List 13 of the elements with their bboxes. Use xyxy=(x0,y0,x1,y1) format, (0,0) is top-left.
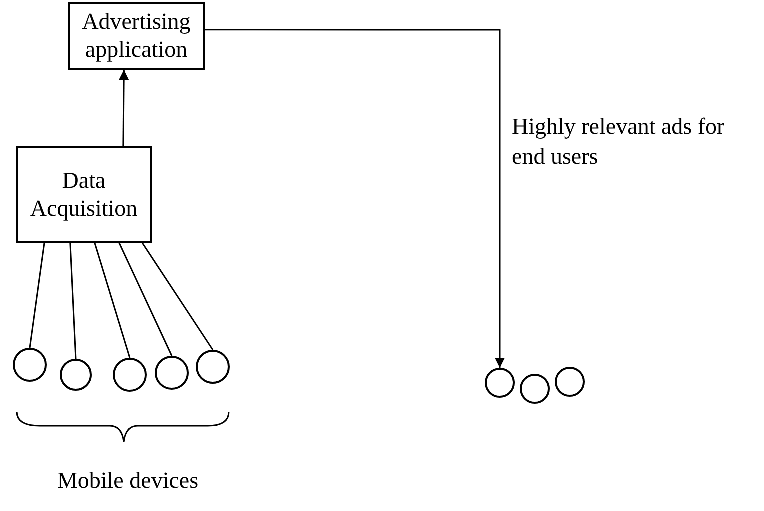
edge-label: Highly relevant ads for end users xyxy=(512,113,726,171)
connector-line xyxy=(94,242,131,358)
arrow xyxy=(119,70,130,146)
group-label: Mobile devices xyxy=(56,467,200,495)
node-text: Data Acquisition xyxy=(29,166,139,222)
arrow xyxy=(205,29,505,368)
connector-line xyxy=(142,242,214,350)
connector-line xyxy=(118,242,173,356)
process-box xyxy=(16,146,152,243)
connector-line xyxy=(29,242,46,348)
connector-line xyxy=(70,242,77,360)
process-box xyxy=(68,2,205,70)
node-text: Advertising application xyxy=(81,8,192,64)
